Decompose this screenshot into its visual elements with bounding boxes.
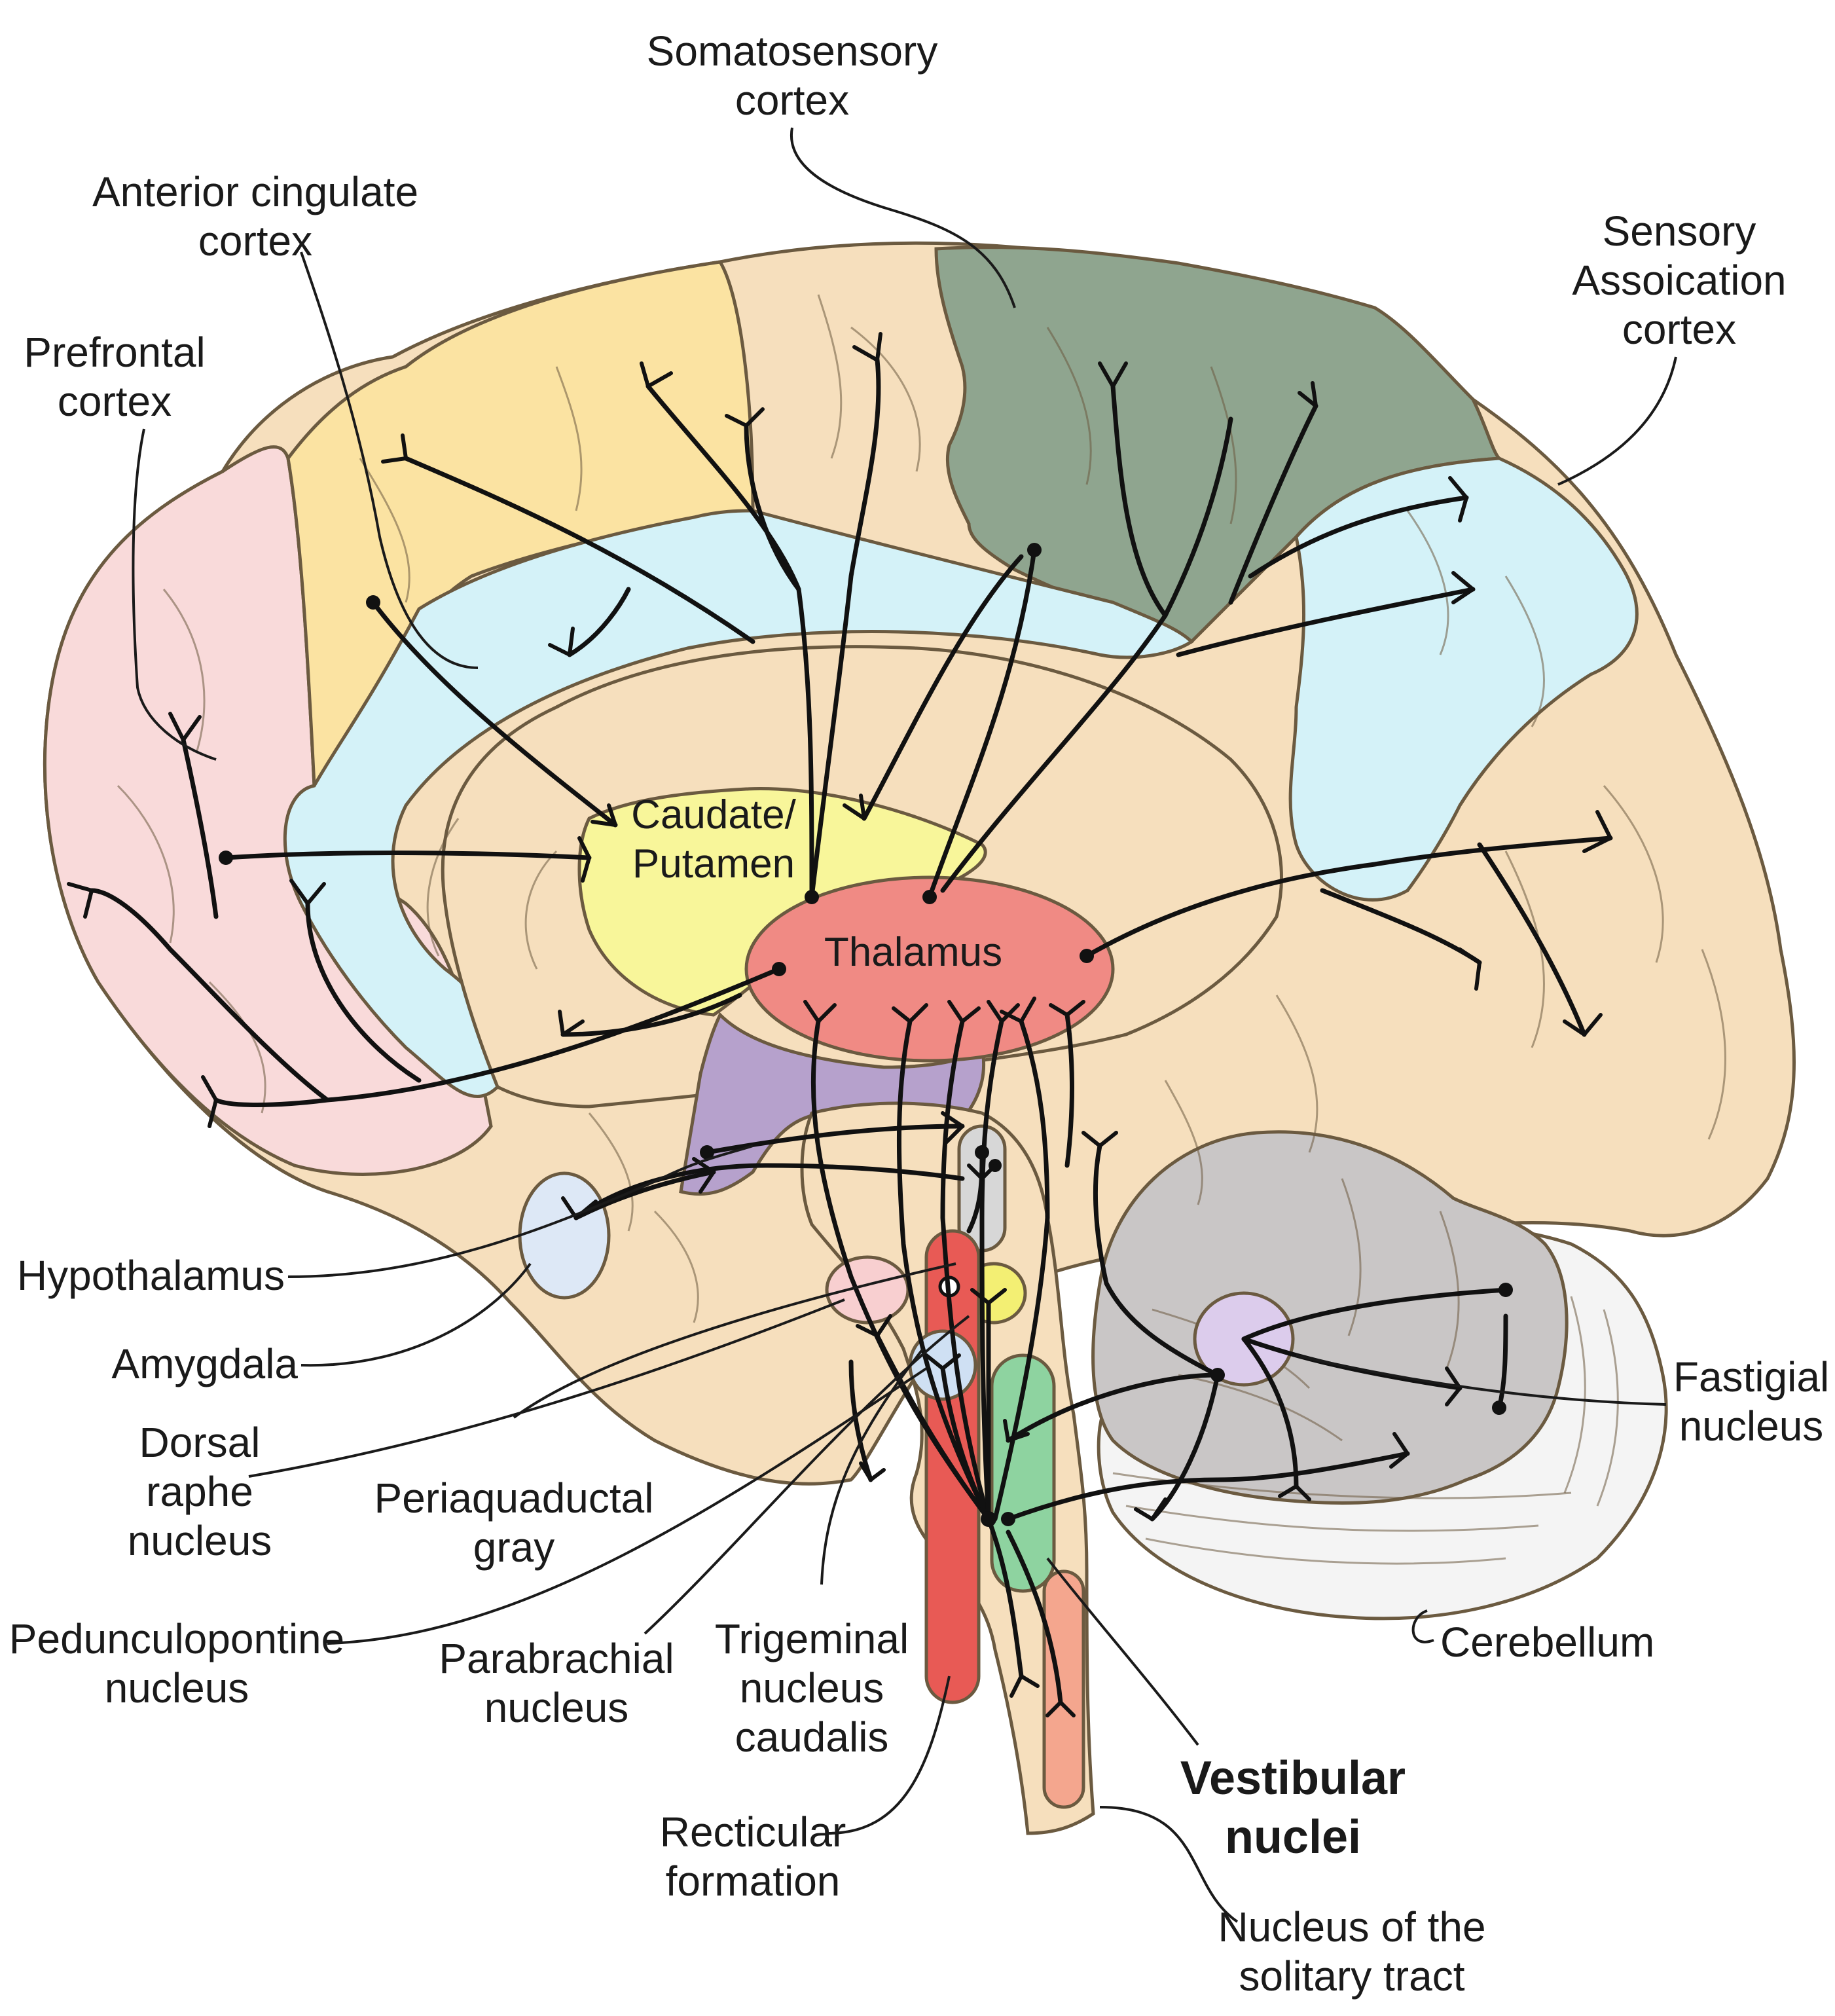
label-fastigial-1: Fastigial xyxy=(1673,1353,1829,1401)
label-dorsal-raphe-3: nucleus xyxy=(128,1517,272,1564)
cingulate-band-region xyxy=(283,509,1194,1099)
label-trigeminal-2: nucleus xyxy=(740,1664,884,1712)
label-sensory-association-2: Assoication xyxy=(1572,257,1786,304)
label-pedunculopontine-2: nucleus xyxy=(105,1664,249,1712)
brain-regions xyxy=(43,241,1796,1835)
label-sensory-association-1: Sensory xyxy=(1603,208,1756,255)
label-amygdala: Amygdala xyxy=(111,1340,298,1387)
label-parabrachial-2: nucleus xyxy=(484,1684,629,1731)
sensory-association-region xyxy=(1288,456,1639,902)
fiber-dots xyxy=(219,543,1513,1527)
label-prefrontal-2: cortex xyxy=(58,378,172,425)
label-somatosensory-2: cortex xyxy=(735,77,849,124)
label-trigeminal-1: Trigeminal xyxy=(715,1615,909,1662)
label-trigeminal-3: caudalis xyxy=(735,1714,889,1761)
label-sensory-association-3: cortex xyxy=(1622,306,1736,353)
solitary-tract-nucleus xyxy=(1042,1569,1085,1809)
label-prefrontal-1: Prefrontal xyxy=(24,329,205,376)
label-reticular-2: formation xyxy=(666,1858,841,1905)
label-vestibular-1: Vestibular xyxy=(1180,1752,1406,1805)
sulci-lines xyxy=(117,294,1726,1565)
label-vestibular-2: nuclei xyxy=(1225,1811,1361,1863)
label-caudate-2: Putamen xyxy=(632,841,795,887)
fiber-terminals xyxy=(67,332,1612,1717)
nuclei xyxy=(518,1124,1295,1809)
label-parabrachial-1: Parabrachial xyxy=(439,1635,674,1682)
label-pedunculopontine-1: Pedunculopontine xyxy=(9,1615,344,1662)
label-caudate-1: Caudate/ xyxy=(631,792,796,837)
label-dorsal-raphe-1: Dorsal xyxy=(139,1419,261,1466)
fiber-pathways xyxy=(89,357,1613,1705)
label-cerebellum: Cerebellum xyxy=(1440,1619,1654,1666)
labels: Somatosensory cortex Anterior cingulate … xyxy=(9,27,1829,2000)
thalamus xyxy=(744,875,1115,1063)
label-somatosensory-1: Somatosensory xyxy=(647,27,938,75)
label-periaqueductal-1: Periaquaductal xyxy=(374,1475,654,1522)
label-hypothalamus: Hypothalamus xyxy=(17,1252,285,1299)
label-fastigial-2: nucleus xyxy=(1679,1402,1824,1450)
label-thalamus: Thalamus xyxy=(824,930,1002,975)
label-periaqueductal-2: gray xyxy=(473,1524,555,1571)
label-anterior-cingulate-1: Anterior cingulate xyxy=(92,168,418,215)
label-anterior-cingulate-2: cortex xyxy=(198,217,312,265)
leader-lines xyxy=(132,127,1677,1923)
label-dorsal-raphe-2: raphe xyxy=(146,1468,253,1515)
label-solitary-1: Nucleus of the xyxy=(1218,1903,1485,1951)
amygdala-nucleus xyxy=(518,1171,611,1300)
label-solitary-2: solitary tract xyxy=(1239,1952,1465,2000)
label-reticular-1: Recticular xyxy=(660,1808,846,1856)
